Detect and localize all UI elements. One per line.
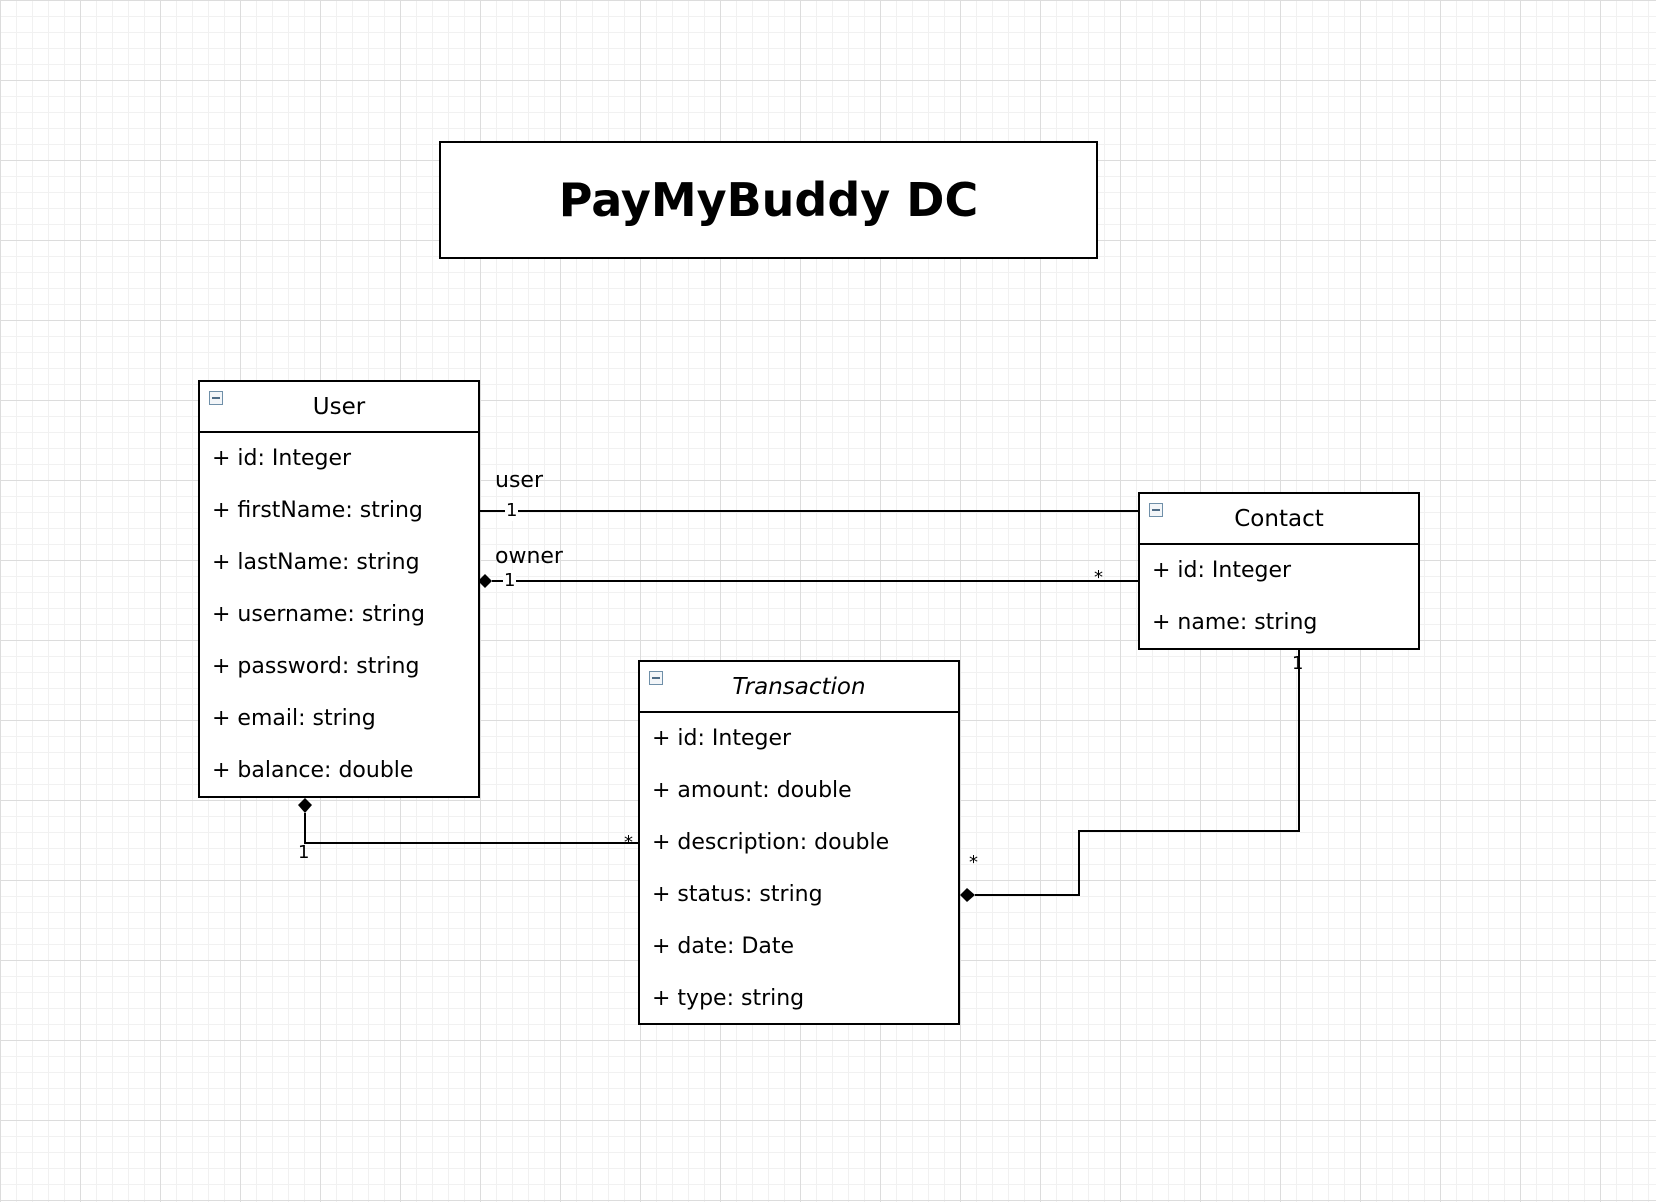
- owner-contact-target-multiplicity: *: [1094, 567, 1103, 588]
- transaction-class[interactable]: Transaction + id: Integer + amount: doub…: [638, 660, 960, 1025]
- user-transaction-target-multiplicity: *: [624, 832, 633, 853]
- user-attr-balance[interactable]: + balance: double: [212, 758, 414, 783]
- collapse-icon[interactable]: [1149, 503, 1163, 517]
- user-composition-diamond: [298, 798, 312, 813]
- user-attr-firstname[interactable]: + firstName: string: [212, 498, 423, 523]
- transaction-attr-type[interactable]: + type: string: [652, 986, 805, 1011]
- transaction-composition-diamond: [960, 888, 975, 902]
- user-attr-username[interactable]: + username: string: [212, 602, 425, 627]
- contact-transaction-line[interactable]: [975, 648, 1300, 896]
- user-transaction-line[interactable]: [304, 813, 638, 844]
- user-role-label: user: [495, 468, 543, 493]
- transaction-class-header[interactable]: Transaction: [640, 662, 958, 713]
- owner-composition-diamond: [478, 574, 492, 588]
- user-contact-source-multiplicity: 1: [505, 500, 519, 521]
- transaction-attr-date[interactable]: + date: Date: [652, 934, 795, 959]
- collapse-icon[interactable]: [649, 671, 663, 685]
- transaction-class-name: Transaction: [732, 673, 866, 700]
- user-attr-password[interactable]: + password: string: [212, 654, 420, 679]
- diagram-title: PayMyBuddy DC: [439, 141, 1098, 259]
- contact-attr-name[interactable]: + name: string: [1152, 610, 1318, 635]
- user-class-header[interactable]: User: [200, 382, 478, 433]
- transaction-attr-description[interactable]: + description: double: [652, 830, 890, 855]
- contact-transaction-target-multiplicity: *: [969, 852, 978, 873]
- contact-transaction-source-multiplicity: 1: [1292, 653, 1304, 674]
- contact-attr-id[interactable]: + id: Integer: [1152, 558, 1292, 583]
- transaction-attr-amount[interactable]: + amount: double: [652, 778, 852, 803]
- owner-role-label: owner: [495, 544, 563, 569]
- user-attr-id[interactable]: + id: Integer: [212, 446, 352, 471]
- contact-class[interactable]: Contact + id: Integer + name: string: [1138, 492, 1420, 650]
- user-transaction-source-multiplicity: 1: [298, 842, 310, 863]
- user-class-name: User: [312, 393, 366, 420]
- user-attr-email[interactable]: + email: string: [212, 706, 376, 731]
- transaction-attr-id[interactable]: + id: Integer: [652, 726, 792, 751]
- user-attr-lastname[interactable]: + lastName: string: [212, 550, 420, 575]
- contact-class-header[interactable]: Contact: [1140, 494, 1418, 545]
- transaction-attr-status[interactable]: + status: string: [652, 882, 823, 907]
- collapse-icon[interactable]: [209, 391, 223, 405]
- owner-contact-source-multiplicity: 1: [503, 570, 517, 591]
- user-class[interactable]: User + id: Integer + firstName: string +…: [198, 380, 480, 798]
- contact-class-name: Contact: [1234, 505, 1324, 532]
